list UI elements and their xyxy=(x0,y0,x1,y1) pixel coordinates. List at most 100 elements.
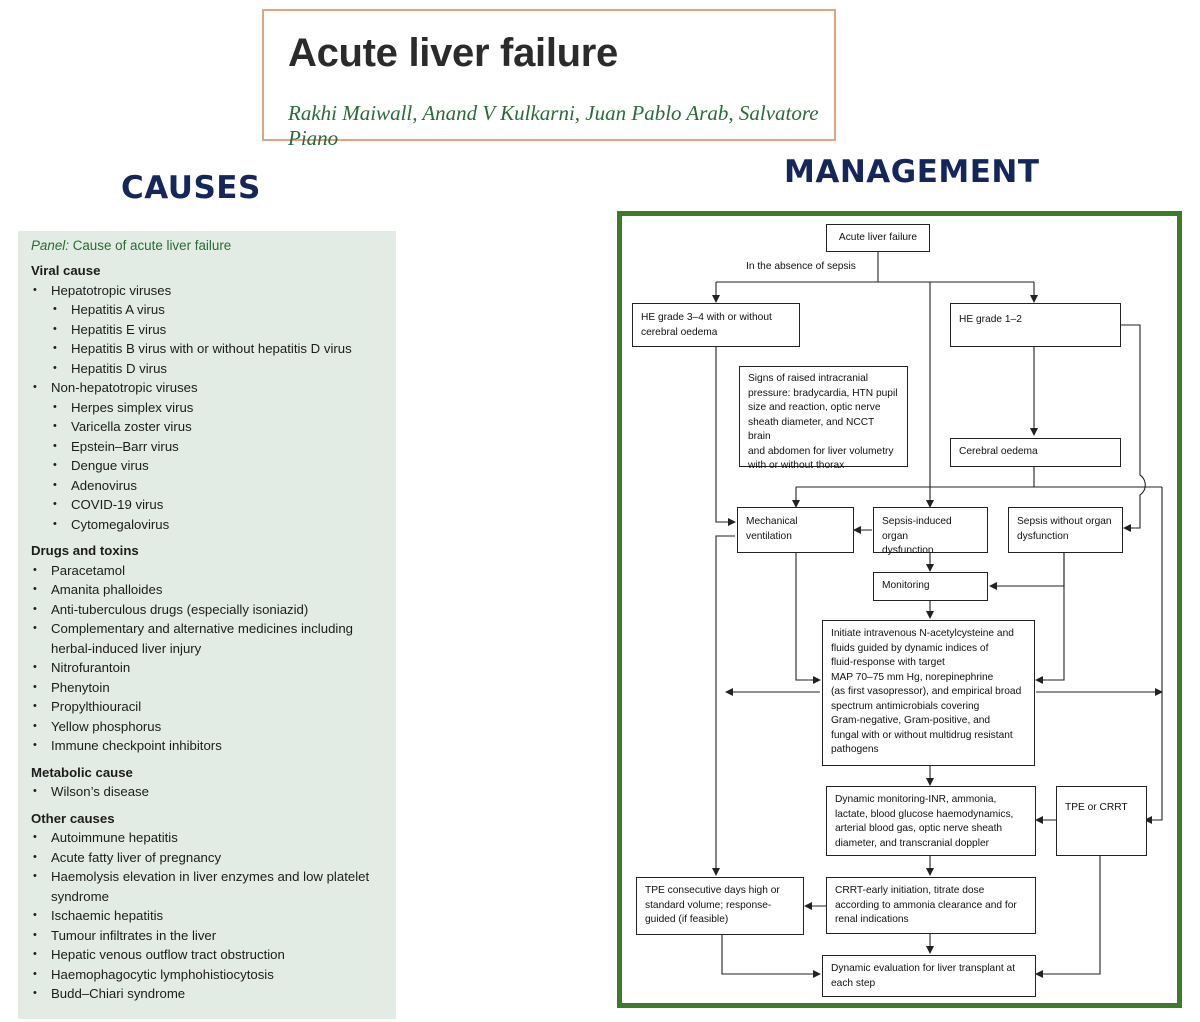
node-he-grade-3-4: HE grade 3–4 with or without cerebral oe… xyxy=(632,303,800,347)
bullet: • xyxy=(33,831,37,843)
list-item-text: Varicella zoster virus xyxy=(71,419,192,434)
panel-title: Panel: Cause of acute liver failure xyxy=(31,235,396,257)
causes-panel: Panel: Cause of acute liver failure Vira… xyxy=(18,231,396,1019)
edge-cerebral-right xyxy=(1144,487,1163,824)
list-item: • Acute fatty liver of pregnancy xyxy=(31,848,396,868)
list-item: • Yellow phosphorus xyxy=(31,717,396,737)
bullet: • xyxy=(33,870,37,882)
list-item-text: Phenytoin xyxy=(51,679,110,695)
causes-heading: CAUSES xyxy=(121,170,261,206)
list-item-text: Hepatitis E virus xyxy=(71,321,167,337)
list-item-text: Acute fatty liver of pregnancy xyxy=(51,849,222,865)
list-item: • Hepatitis D virus xyxy=(31,359,396,379)
bullet: • xyxy=(33,948,37,960)
list-item: • Propylthiouracil xyxy=(31,697,396,717)
list-item: • Paracetamol xyxy=(31,561,396,581)
bullet: • xyxy=(53,478,57,491)
list-item-text: Dengue virus xyxy=(71,458,149,473)
bullet: • xyxy=(33,928,37,941)
list-item-text: Hepatitis D virus xyxy=(71,360,168,376)
list-item-text: Anti-tuberculous drugs (especially isoni… xyxy=(51,601,309,617)
edge-label-absence-sepsis: In the absence of sepsis xyxy=(746,261,856,272)
list-item-text: Herpes simplex virus xyxy=(71,399,194,415)
node-he-grade-1-2: HE grade 1–2 xyxy=(950,303,1121,347)
list-item: •Non-hepatotropic viruses xyxy=(31,378,396,398)
list-item-text: COVID-19 virus xyxy=(71,497,164,512)
bullet: • xyxy=(33,680,37,693)
group-heading-metabolic: Metabolic cause xyxy=(31,764,133,780)
list-item-text: Tumour infiltrates in the liver xyxy=(51,927,217,943)
panel-label-text: Cause of acute liver failure xyxy=(68,238,232,253)
list-item: • Hepatitis E virus xyxy=(31,320,396,340)
bullet: • xyxy=(33,563,37,576)
edge-tpecrrt-transplant xyxy=(1035,856,1101,978)
bullet: • xyxy=(33,850,37,863)
authors: Rakhi Maiwall, Anand V Kulkarni, Juan Pa… xyxy=(288,101,819,150)
bullet: • xyxy=(33,739,37,751)
list-item-text: Paracetamol xyxy=(51,562,126,578)
node-dynamic-evaluation-transplant: Dynamic evaluation for liver transplant … xyxy=(822,955,1036,997)
list-item: • COVID-19 virus xyxy=(31,495,396,515)
bullet: • xyxy=(33,719,37,732)
list-item: • Herpes simplex virus xyxy=(31,398,396,418)
bullet: • xyxy=(33,661,37,673)
node-dynamic-monitoring: Dynamic monitoring-INR, ammonia, lactate… xyxy=(826,786,1036,856)
panel-label-prefix: Panel: xyxy=(31,238,69,253)
node-raised-icp-signs: Signs of raised intracranial pressure: b… xyxy=(739,366,908,471)
bullet: • xyxy=(33,381,37,393)
list-item-text: Ischaemic hepatitis xyxy=(51,908,164,923)
bullet: • xyxy=(53,322,57,335)
bullet: • xyxy=(33,583,37,595)
node-cerebral-oedema: Cerebral oedema xyxy=(950,438,1121,467)
bullet: • xyxy=(53,498,57,510)
list-item: • Dengue virus xyxy=(31,456,396,476)
list-item-text: Hepatitis B virus with or without hepati… xyxy=(71,341,352,356)
bullet: • xyxy=(33,622,37,634)
list-item: • Phenytoin xyxy=(31,678,396,698)
list-item-text: Hepatic venous outflow tract obstruction xyxy=(51,947,285,962)
edge-sepsis-without-nac xyxy=(1035,553,1065,684)
list-item: • Adenovirus xyxy=(31,476,396,496)
node-sepsis-without-organ-dysfunction: Sepsis without organ dysfunction xyxy=(1008,507,1123,553)
node-tpe-or-crrt: TPE or CRRT xyxy=(1056,786,1147,856)
management-frame xyxy=(617,211,1182,1008)
bullet: • xyxy=(33,283,37,296)
node-monitoring: Monitoring xyxy=(873,572,988,601)
list-item: •Varicella zoster virus xyxy=(31,417,396,437)
edge-he12-sepsis-without xyxy=(1120,324,1146,532)
list-item-text: Propylthiouracil xyxy=(51,699,142,714)
edge-mechvent-nac xyxy=(795,553,821,684)
node-acute-liver-failure: Acute liver failure xyxy=(826,224,930,252)
bullet: • xyxy=(33,700,37,712)
list-item-text: Cytomegalovirus xyxy=(71,516,170,532)
bullet: • xyxy=(33,967,37,980)
list-item: • Epstein–Barr virus xyxy=(31,437,396,457)
list-item-text: Yellow phosphorus xyxy=(51,718,162,734)
list-item-text: Complementary and alternative medicines … xyxy=(51,621,354,656)
group-heading-other: Other causes xyxy=(31,810,115,826)
list-item-text: Epstein–Barr virus xyxy=(71,438,179,454)
list-item: • Cytomegalovirus xyxy=(31,515,396,535)
bullet: • xyxy=(53,517,57,530)
bullet: • xyxy=(53,361,57,374)
list-item-text: Hepatotropic viruses xyxy=(51,282,172,298)
bullet: • xyxy=(53,459,57,471)
bullet: • xyxy=(53,400,57,413)
list-item: •Wilson’s disease xyxy=(31,782,396,802)
edge-mechvent-tpe xyxy=(712,535,735,876)
list-item-text: Immune checkpoint inhibitors xyxy=(51,738,222,753)
list-item-text: Budd–Chiari syndrome xyxy=(51,986,186,1001)
bullet: • xyxy=(53,439,57,452)
list-item-text: Adenovirus xyxy=(71,477,137,493)
list-item: • Hepatic venous outflow tract obstructio… xyxy=(31,945,396,965)
list-item: • Hepatotropic viruses xyxy=(31,281,396,301)
bullet: • xyxy=(33,987,37,999)
list-item: • Hepatitis B virus with or without hepat… xyxy=(31,339,396,359)
edge-tpe-transplant xyxy=(721,935,821,978)
list-item: •Ischaemic hepatitis xyxy=(31,906,396,926)
node-sepsis-induced-organ-dysfunction: Sepsis-induced organ dysfunction xyxy=(873,507,988,556)
page-title: Acute liver failure xyxy=(288,31,618,75)
node-mechanical-ventilation: Mechanical ventilation xyxy=(737,507,854,553)
bullet: • xyxy=(53,342,57,354)
bullet: • xyxy=(33,602,37,615)
